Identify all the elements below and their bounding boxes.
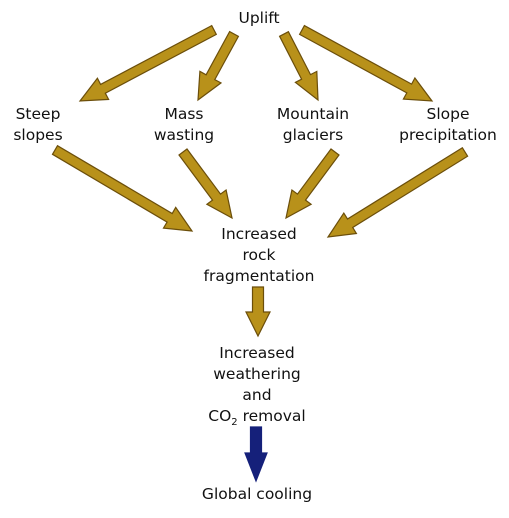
- slope-precipitation-line-1: Slope: [426, 105, 470, 123]
- weathering-line-1: Increased: [219, 344, 295, 362]
- node-mountain-glaciers: Mountain glaciers: [277, 104, 349, 146]
- rock-fragmentation-line-2: rock: [242, 246, 276, 264]
- mountain-glaciers-line-2: glaciers: [282, 126, 344, 144]
- co2-subscript: 2: [231, 417, 238, 428]
- node-steep-slopes: Steep slopes: [13, 104, 62, 146]
- arrow-mass-wasting-to-fragmentation: [178, 148, 233, 220]
- mass-wasting-line-1: Mass: [164, 105, 204, 123]
- node-weathering-co2: Increased weathering and CO2 removal: [208, 343, 305, 433]
- rock-fragmentation-line-1: Increased: [221, 225, 297, 243]
- node-rock-fragmentation: Increased rock fragmentation: [204, 224, 315, 287]
- co2-removal-line: CO2 removal: [208, 406, 305, 433]
- arrow-fragmentation-to-weathering: [245, 286, 271, 338]
- arrow-weathering-to-cooling: [244, 426, 268, 483]
- arrow-steep-slopes-to-fragmentation: [51, 144, 194, 232]
- arrow-uplift-to-slope-precipitation: [298, 24, 434, 102]
- steep-slopes-line-1: Steep: [15, 105, 61, 123]
- weathering-line-2: weathering: [213, 365, 301, 383]
- slope-precipitation-line-2: precipitation: [399, 126, 497, 144]
- mass-wasting-line-2: wasting: [153, 126, 215, 144]
- arrow-slope-precipitation-to-fragmentation: [326, 146, 469, 238]
- node-uplift: Uplift: [238, 8, 279, 29]
- steep-slopes-line-2: slopes: [13, 126, 63, 144]
- arrow-mountain-glaciers-to-fragmentation: [285, 148, 340, 220]
- uplift-label: Uplift: [238, 9, 280, 27]
- arrow-uplift-to-mountain-glaciers: [278, 30, 319, 102]
- weathering-line-3: and: [242, 386, 272, 404]
- arrow-uplift-to-steep-slopes: [78, 24, 218, 102]
- global-cooling-label: Global cooling: [201, 485, 313, 503]
- node-slope-precipitation: Slope precipitation: [399, 104, 497, 146]
- arrow-uplift-to-mass-wasting: [197, 30, 240, 102]
- rock-fragmentation-line-3: fragmentation: [203, 267, 315, 285]
- node-mass-wasting: Mass wasting: [154, 104, 214, 146]
- co2-suffix: removal: [237, 407, 306, 425]
- co2-prefix: CO: [208, 407, 232, 425]
- mountain-glaciers-line-1: Mountain: [276, 105, 350, 123]
- node-global-cooling: Global cooling: [202, 484, 312, 505]
